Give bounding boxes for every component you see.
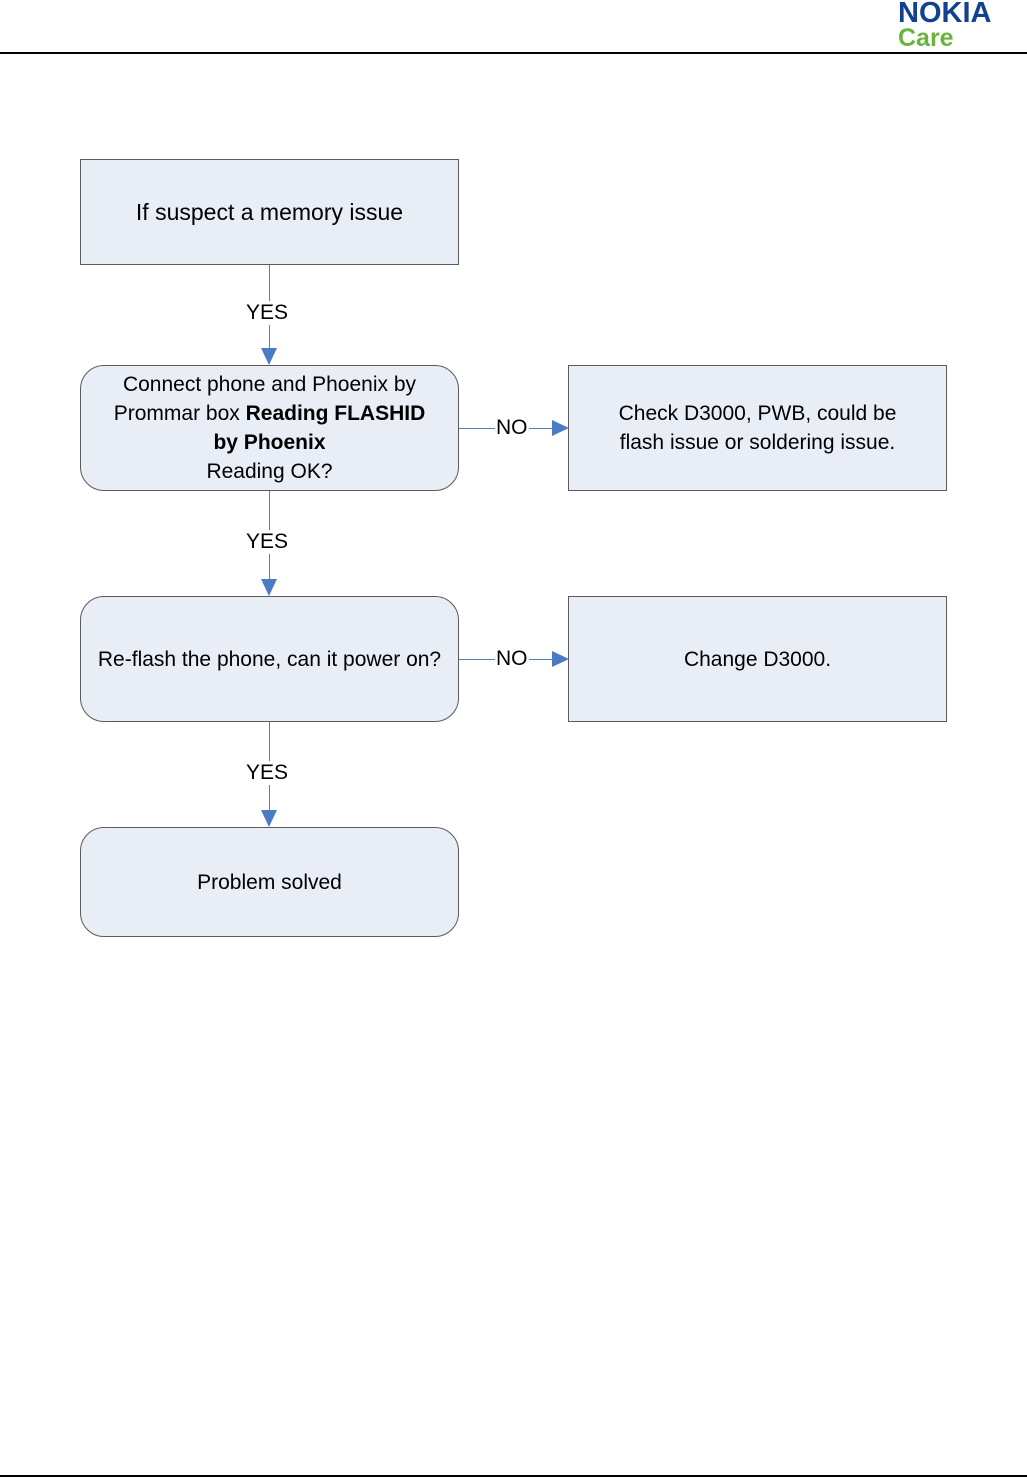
nokia-care-logo: NOKIA Care	[898, 0, 1027, 52]
step2-box: Re-flash the phone, can it power on?	[80, 596, 459, 722]
step1-line1: Connect phone and Phoenix by	[122, 373, 417, 396]
header-divider	[0, 52, 1027, 54]
step2-no-text: Change D3000.	[683, 647, 832, 671]
arrow-right-1	[552, 420, 569, 436]
yes-label-3: YES	[245, 761, 290, 785]
no-label-2: NO	[495, 647, 529, 671]
arrow-right-2	[552, 651, 569, 667]
yes-label-1: YES	[245, 301, 290, 325]
start-box-text: If suspect a memory issue	[135, 198, 404, 225]
step1-text: Connect phone and Phoenix by Prommar box…	[114, 370, 426, 486]
step1-line2-bold: Reading FLASHID	[245, 402, 426, 425]
step1-no-text: Check D3000, PWB, could be flash issue o…	[618, 402, 897, 454]
footer-divider	[0, 1475, 1027, 1477]
step1-line4: Reading OK?	[206, 460, 333, 483]
step1-box: Connect phone and Phoenix by Prommar box…	[80, 365, 459, 491]
end-text: Problem solved	[197, 870, 342, 894]
end-box: Problem solved	[80, 827, 459, 937]
no-label-1: NO	[495, 416, 529, 440]
step1-line3-bold: by Phoenix	[213, 431, 326, 454]
arrow-down-3	[261, 810, 277, 827]
step1-no-box: Check D3000, PWB, could be flash issue o…	[568, 365, 947, 491]
logo-sub-text: Care	[898, 24, 954, 52]
step2-no-box: Change D3000.	[568, 596, 947, 722]
start-box: If suspect a memory issue	[80, 159, 459, 265]
step2-text: Re-flash the phone, can it power on?	[97, 647, 442, 671]
step1-line2-prefix: Prommar box	[113, 402, 246, 425]
arrow-down-1	[261, 348, 277, 365]
arrow-down-2	[261, 579, 277, 596]
logo-brand-text: NOKIA	[898, 0, 992, 29]
yes-label-2: YES	[245, 530, 290, 554]
